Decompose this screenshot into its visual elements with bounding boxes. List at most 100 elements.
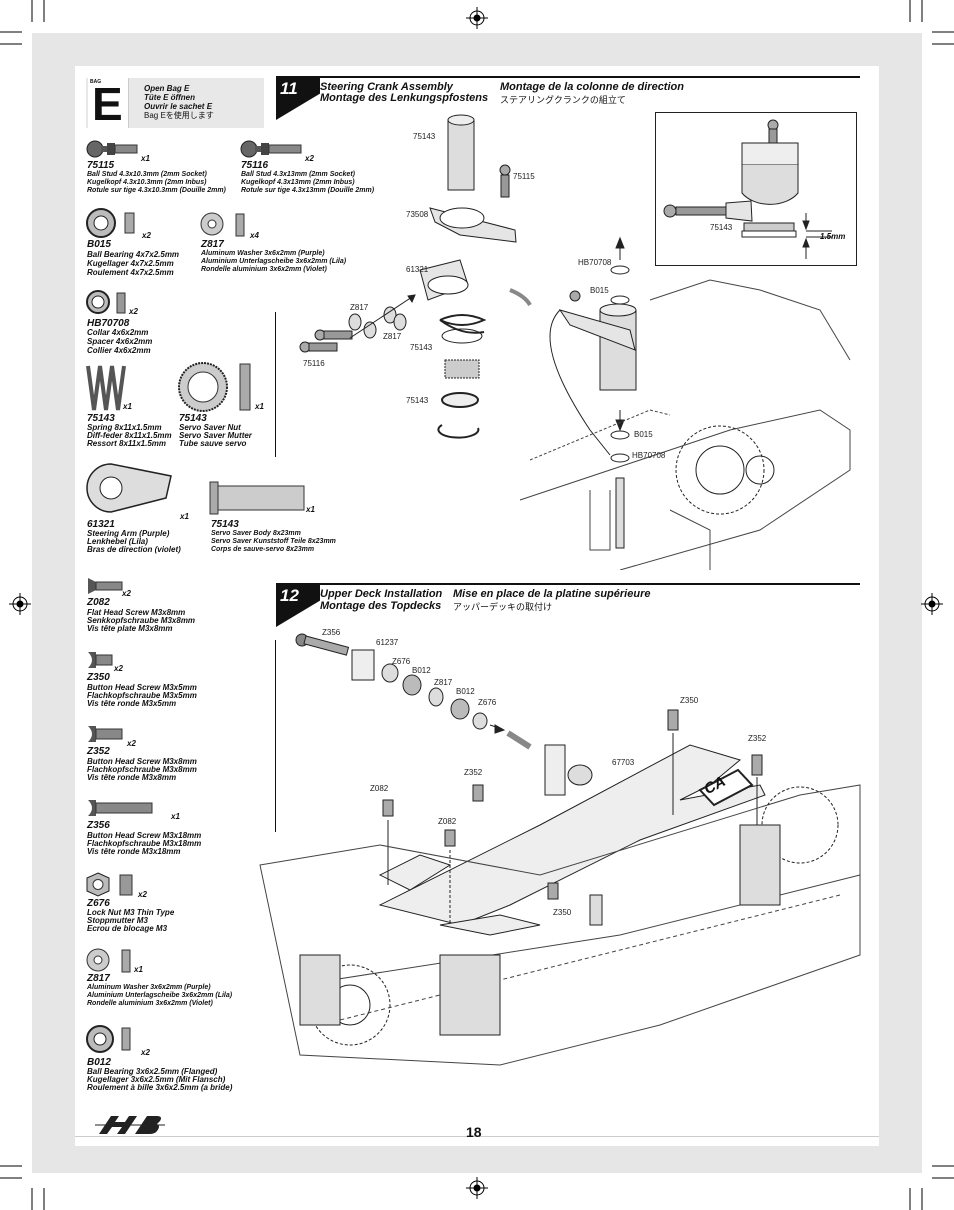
part-code: Z350: [87, 672, 110, 683]
step-11-title-de: Montage des Lenkungspfostens: [320, 92, 489, 104]
button-head-screw-z352-icon: [88, 726, 123, 742]
part-desc: Ball Bearing 4x7x2.5mm: [87, 250, 180, 259]
part-desc: Servo Saver Nut: [179, 423, 241, 432]
callout-z352: Z352: [464, 768, 483, 777]
part-desc: Spring 8x11x1.5mm: [87, 423, 162, 432]
callout-b015: B015: [590, 286, 609, 295]
part-desc: Ball Bearing 3x6x2.5mm (Flanged): [87, 1067, 218, 1076]
part-desc: Corps de sauve-servo 8x23mm: [211, 546, 315, 553]
part-desc: Aluminum Washer 3x6x2mm (Purple): [87, 984, 211, 991]
callout-b015: B015: [634, 430, 653, 439]
part-desc: Flachkopfschraube M3x8mm: [87, 765, 197, 774]
part-qty: x2: [129, 307, 138, 316]
ball-bearing-b012-icon: [86, 1025, 131, 1053]
servo-saver-nut-icon: [178, 362, 251, 412]
part-desc: Button Head Screw M3x5mm: [87, 683, 197, 692]
part-code: HB70708: [87, 318, 130, 329]
part-qty: x2: [141, 1048, 150, 1057]
bag-line-jp: Bag Eを使用します: [144, 111, 214, 120]
part-code: Z356: [87, 820, 110, 831]
part-code: 75143: [211, 519, 239, 530]
part-code: Z817: [87, 973, 110, 984]
part-code: Z676: [87, 898, 110, 909]
step-12-title-en: Upper Deck Installation: [320, 588, 443, 600]
part-desc: Ball Stud 4.3x10.3mm (2mm Socket): [87, 171, 207, 178]
collar-hb70708-icon: [86, 290, 126, 314]
part-desc: Senkkopfschraube M3x8mm: [87, 616, 196, 625]
callout-73508: 73508: [406, 210, 429, 219]
part-desc: Flachkopfschraube M3x18mm: [87, 839, 202, 848]
part-qty: x1: [123, 402, 132, 411]
callout-61237: 61237: [376, 638, 399, 647]
part-qty: x2: [114, 664, 123, 673]
part-desc: Ball Stud 4.3x13mm (2mm Socket): [241, 171, 355, 178]
step-12-rule: [276, 583, 860, 585]
callout-z676: Z676: [392, 657, 411, 666]
step-12-title-fr: Mise en place de la platine supérieure: [453, 588, 651, 600]
column-divider-upper: [275, 312, 276, 457]
flat-head-screw-z082-icon: [88, 578, 123, 594]
part-qty: x2: [138, 890, 147, 899]
part-desc: Vis tête plate M3x8mm: [87, 624, 173, 633]
page-number: 18: [466, 1124, 482, 1140]
part-desc: Collar 4x6x2mm: [87, 328, 149, 337]
part-desc: Rondelle aluminium 3x6x2mm (Violet): [201, 266, 327, 273]
callout-b012: B012: [412, 666, 431, 675]
callout-61321: 61321: [406, 265, 429, 274]
step-11-rule: [276, 76, 860, 78]
part-desc: Vis tête ronde M3x5mm: [87, 699, 177, 708]
callout-75115: 75115: [513, 172, 535, 181]
ball-bearing-b015-icon: [86, 208, 135, 238]
part-desc: Tube sauve servo: [179, 439, 247, 448]
part-desc: Rondelle aluminium 3x6x2mm (Violet): [87, 1000, 213, 1007]
callout-75143: 75143: [413, 132, 436, 141]
callout-hb70708: HB70708: [632, 451, 666, 460]
part-code: 75143: [87, 413, 115, 424]
callout-hb70708: HB70708: [578, 258, 612, 267]
footer-rule: [75, 1136, 879, 1137]
button-head-screw-z350-icon: [88, 652, 113, 668]
callout-75143: 75143: [410, 343, 433, 352]
part-qty: x2: [127, 739, 136, 748]
step-11-title-en: Steering Crank Assembly: [320, 81, 453, 93]
callout-z676: Z676: [478, 698, 497, 707]
inset-callout-75143: 75143: [710, 223, 733, 232]
spring-75143-icon: [86, 365, 126, 411]
part-desc: Rotule sur tige 4.3x10.3mm (Douille 2mm): [87, 187, 226, 194]
part-desc: Spacer 4x6x2mm: [87, 337, 153, 346]
ball-stud-75115-icon: [86, 140, 138, 158]
bag-e-badge: BAG E: [88, 78, 129, 128]
part-qty: x1: [180, 512, 189, 521]
callout-z350: Z350: [553, 908, 572, 917]
part-qty: x1: [306, 505, 315, 514]
step-11-number: 11: [280, 79, 298, 98]
part-code: 75116: [241, 160, 269, 171]
washer-z817-icon: [200, 212, 245, 237]
part-code: Z352: [87, 746, 110, 757]
callout-z350: Z350: [680, 696, 699, 705]
ball-stud-75116-icon: [240, 140, 302, 158]
part-desc: Kugelkopf 4.3x13mm (2mm Inbus): [241, 179, 355, 186]
bag-line-fr: Ouvrir le sachet E: [144, 102, 213, 111]
part-qty: x2: [142, 231, 151, 240]
inset-drawing: [663, 119, 832, 259]
part-code: Z817: [201, 239, 224, 250]
part-desc: Roulement 4x7x2.5mm: [87, 268, 174, 277]
part-desc: Aluminum Washer 3x6x2mm (Purple): [201, 250, 325, 257]
step-11-title-jp: ステアリングクランクの組立て: [500, 95, 626, 105]
part-qty: x2: [122, 589, 131, 598]
part-qty: x1: [134, 965, 143, 974]
bag-e-banner: BAG E Open Bag E Tüte E öffnen Ouvrir le…: [86, 78, 264, 128]
step-11-diagram: [299, 114, 851, 570]
callout-67703: 67703: [612, 758, 635, 767]
callout-z082: Z082: [438, 817, 457, 826]
part-desc: Ecrou de blocage M3: [87, 924, 168, 933]
part-desc: Servo Saver Kunststoff Teile 8x23mm: [211, 538, 336, 545]
step-12-number: 12: [280, 586, 299, 605]
bag-line-en: Open Bag E: [144, 84, 190, 93]
part-code: B012: [87, 1057, 111, 1068]
button-head-screw-z356-icon: [88, 800, 153, 816]
part-desc: Kugelkopf 4.3x10.3mm (2mm Inbus): [87, 179, 207, 186]
part-desc: Servo Saver Mutter: [179, 431, 252, 440]
